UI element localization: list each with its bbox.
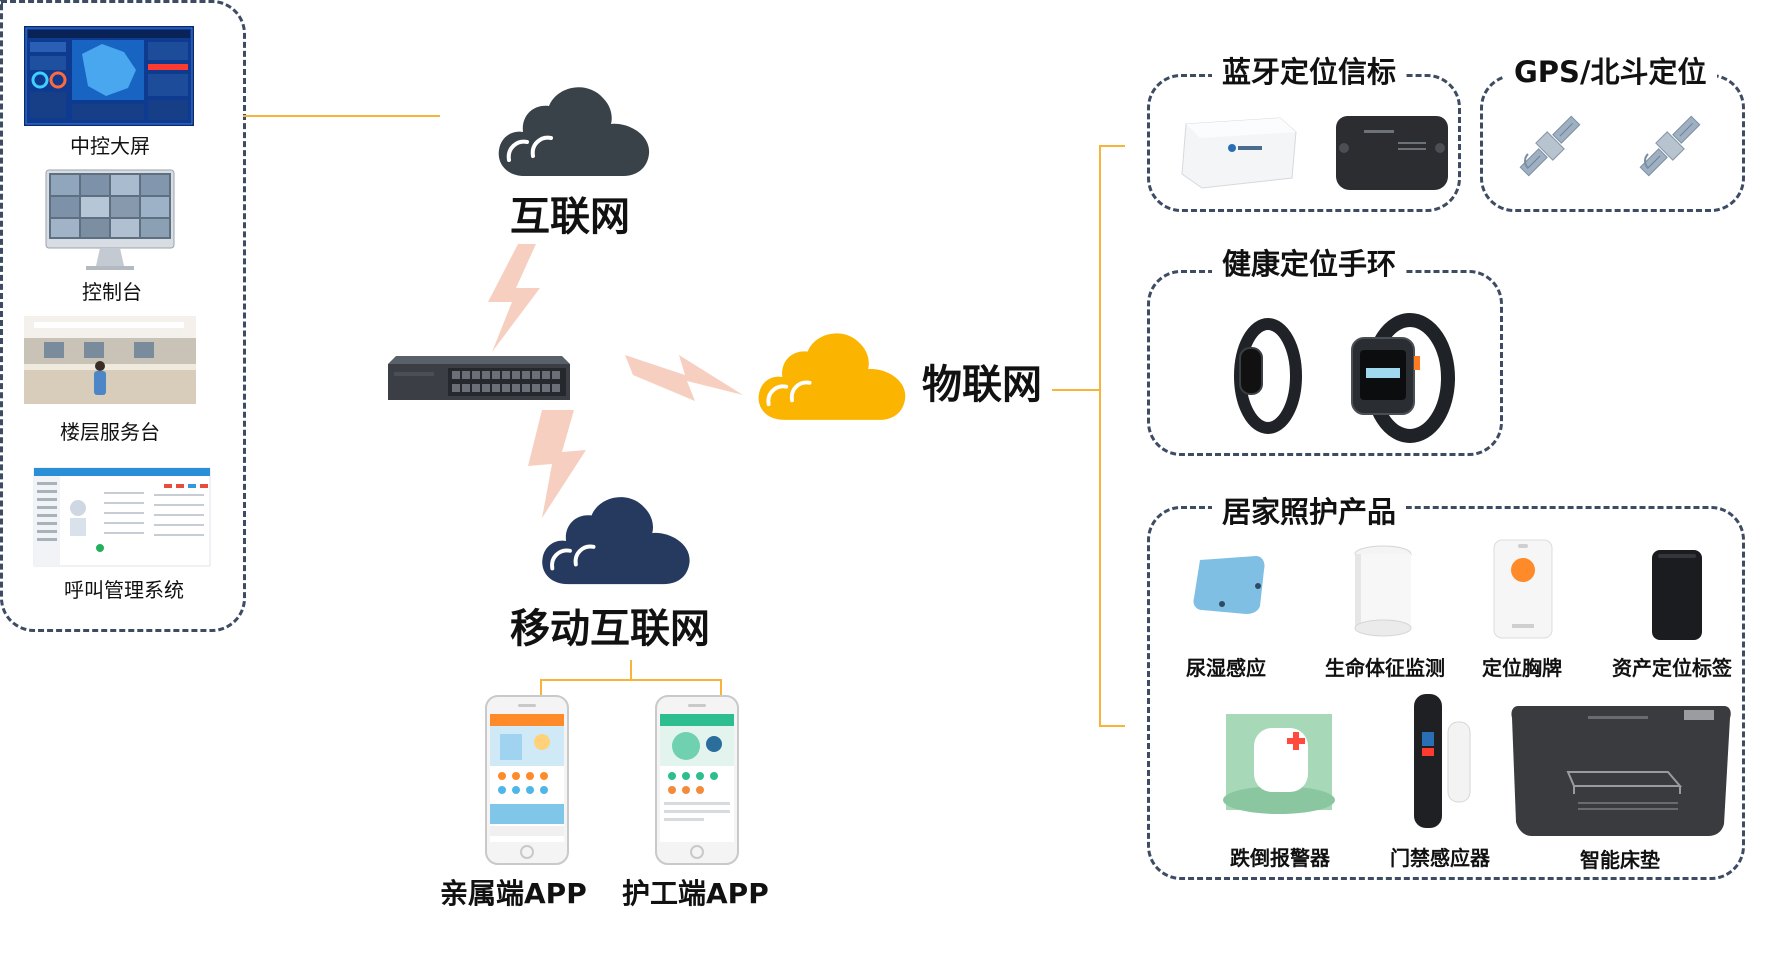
gps-beidou-title: GPS/北斗定位 — [1504, 54, 1717, 90]
call-system-image — [33, 467, 211, 567]
bluetooth-beacon-title: 蓝牙定位信标 — [1212, 54, 1407, 90]
home-care-title: 居家照护产品 — [1212, 494, 1407, 530]
worker-app-label: 护工端APP — [622, 877, 769, 910]
service-desk-image — [24, 316, 196, 404]
control-screen-label: 中控大屏 — [70, 134, 150, 158]
location-badge-image — [1493, 539, 1553, 639]
location-badge-label: 定位胸牌 — [1482, 656, 1562, 680]
wristband-icon — [1234, 318, 1302, 434]
asset-tag-image — [1652, 550, 1702, 640]
moisture-sensor-label: 尿湿感应 — [1186, 656, 1266, 680]
internet-label: 互联网 — [510, 194, 630, 240]
iot-cloud-icon — [758, 333, 906, 420]
fall-alarm-label: 跌倒报警器 — [1230, 846, 1330, 870]
network-switch-icon — [388, 356, 570, 400]
mobile-internet-label: 移动互联网 — [510, 606, 710, 652]
satellite-icon — [1639, 115, 1701, 177]
console-monitor-image — [45, 169, 175, 270]
smartphone-icon — [485, 695, 569, 865]
moisture-sensor-image — [1193, 556, 1265, 614]
mobile-internet-cloud-icon — [542, 497, 690, 585]
home-care-group — [1147, 506, 1745, 880]
internet-cloud-icon — [498, 87, 650, 176]
bluetooth-beacon-white-image — [1181, 117, 1297, 189]
door-sensor-label: 门禁感应器 — [1390, 846, 1490, 870]
smartwatch-icon — [1351, 313, 1455, 443]
satellite-icon — [1519, 115, 1581, 177]
smart-mattress-label: 智能床垫 — [1580, 848, 1660, 872]
call-system-label: 呼叫管理系统 — [64, 578, 184, 602]
vital-signs-monitor-label: 生命体征监测 — [1325, 656, 1445, 680]
control-screen-image — [24, 26, 194, 126]
smart-mattress-image — [1511, 706, 1731, 836]
health-bracelet-title: 健康定位手环 — [1212, 246, 1407, 282]
door-sensor-image — [1414, 694, 1471, 828]
left-device-panel — [0, 0, 246, 632]
family-app-label: 亲属端APP — [440, 877, 587, 910]
lightning-icon — [488, 244, 540, 352]
bluetooth-beacon-black-image — [1336, 116, 1448, 190]
smartphone-icon — [655, 695, 739, 865]
iot-label: 物联网 — [922, 362, 1042, 408]
lightning-icon — [528, 410, 586, 518]
fall-alarm-image — [1223, 714, 1335, 814]
service-desk-label: 楼层服务台 — [60, 420, 160, 444]
vital-signs-monitor-image — [1354, 545, 1412, 637]
console-label: 控制台 — [82, 280, 142, 304]
lightning-icon — [625, 355, 743, 401]
asset-tag-label: 资产定位标签 — [1612, 656, 1732, 680]
